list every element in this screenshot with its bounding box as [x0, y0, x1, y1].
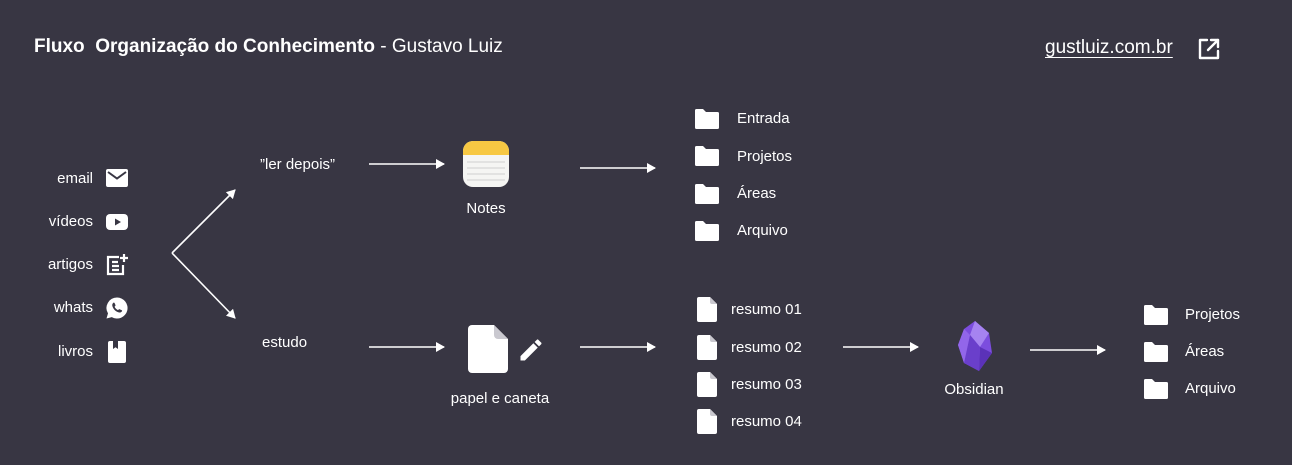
obsidian-folder-projetos: Projetos — [1185, 306, 1241, 323]
book-icon — [105, 340, 129, 364]
folder-icon — [694, 145, 719, 169]
notes-folder-arquivo: Arquivo — [737, 222, 788, 239]
summary-02: resumo 02 — [731, 339, 802, 356]
title-author: Gustavo Luiz — [391, 36, 503, 57]
external-link-icon[interactable] — [1197, 37, 1221, 61]
obsidian-folder-areas: Áreas — [1185, 343, 1225, 360]
source-label-whats: whats — [53, 299, 93, 316]
title-separator: - — [374, 36, 392, 57]
notes-app-icon — [463, 141, 509, 187]
folder-icon — [694, 183, 719, 207]
source-label-email: email — [57, 170, 93, 187]
summary-04: resumo 04 — [731, 413, 802, 430]
branch-label-ler-depois: ”ler depois” — [260, 156, 336, 173]
document-icon — [468, 325, 508, 373]
source-label-artigos: artigos — [47, 256, 93, 273]
fork-line-down — [171, 252, 236, 319]
folder-icon — [1143, 304, 1168, 328]
file-icon — [697, 297, 717, 322]
obsidian-label: Obsidian — [944, 381, 1004, 398]
page-title: Fluxo Organização do Conhecimento - Gust… — [34, 36, 503, 58]
whatsapp-icon — [105, 296, 129, 320]
notes-label: Notes — [466, 200, 506, 217]
obsidian-folder-arquivo: Arquivo — [1185, 380, 1236, 397]
branch-label-estudo: estudo — [262, 334, 308, 351]
summary-03: resumo 03 — [731, 376, 802, 393]
folder-icon — [694, 108, 719, 132]
summary-01: resumo 01 — [731, 301, 802, 318]
notes-folder-projetos: Projetos — [737, 148, 793, 165]
folder-icon — [1143, 378, 1168, 402]
pencil-icon — [517, 336, 545, 364]
fork-line-up — [171, 189, 236, 254]
file-icon — [697, 372, 717, 397]
source-label-livros: livros — [57, 343, 93, 360]
mail-icon — [105, 166, 129, 190]
folder-icon — [1143, 341, 1168, 365]
file-icon — [697, 335, 717, 360]
paper-label: papel e caneta — [450, 390, 550, 407]
file-icon — [697, 409, 717, 434]
article-add-icon — [105, 253, 129, 277]
obsidian-icon — [958, 321, 992, 371]
notes-folder-entrada: Entrada — [737, 110, 790, 127]
notes-folder-areas: Áreas — [737, 185, 777, 202]
youtube-icon — [105, 210, 129, 234]
folder-icon — [694, 220, 719, 244]
website-link[interactable]: gustluiz.com.br — [1045, 37, 1173, 58]
source-label-videos: vídeos — [48, 213, 93, 230]
title-main: Fluxo Organização do Conhecimento — [34, 36, 375, 57]
